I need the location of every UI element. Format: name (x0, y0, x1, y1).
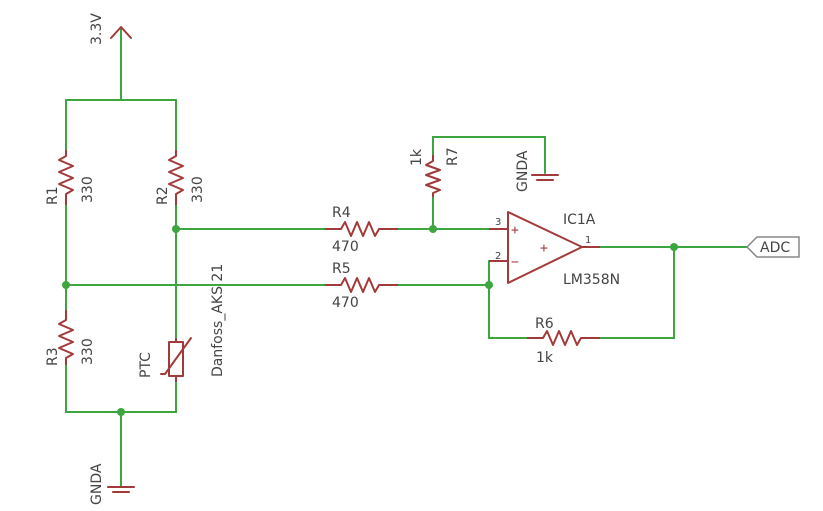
resistor-r6 (527, 330, 600, 346)
ground-label-bottom: GNDA (89, 463, 105, 505)
opamp-minus-sign: − (511, 255, 519, 270)
junction-dot (429, 225, 437, 233)
opamp-pin1: 1 (585, 235, 591, 246)
resistor-r4 (325, 221, 398, 237)
r1-name: R1 (45, 186, 61, 205)
wire-feedback-left (488, 284, 528, 339)
r2-value: 330 (190, 176, 206, 203)
opamp-pin2: 2 (495, 251, 501, 262)
r4-name: R4 (332, 205, 351, 221)
resistor-r7 (425, 155, 441, 197)
junction-dot (670, 243, 678, 251)
wire-r5-to-opamp (397, 260, 490, 286)
r6-value: 1k (536, 350, 554, 366)
r2-name: R2 (155, 186, 171, 205)
ptc-value: Danfoss_AKS 21 (210, 264, 226, 377)
adc-port-icon (745, 236, 800, 258)
supply-label: 3.3V (89, 13, 105, 45)
ground-label-top: GNDA (515, 150, 531, 192)
r5-value: 470 (332, 295, 359, 311)
r3-name: R3 (45, 347, 61, 366)
r3-value: 330 (80, 338, 96, 365)
opamp-part: LM358N (563, 272, 620, 288)
r6-name: R6 (535, 316, 554, 332)
opamp-name: IC1A (563, 212, 596, 228)
supply-arrow-icon (110, 26, 132, 39)
r1-value: 330 (80, 176, 96, 203)
junctions (62, 225, 678, 416)
opamp-plus-sign: + (511, 223, 519, 238)
adc-label: ADC (760, 240, 790, 256)
opamp-ic1a (489, 211, 600, 284)
r7-value: 1k (409, 148, 425, 166)
r5-name: R5 (332, 261, 351, 277)
opamp-pin3: 3 (495, 217, 501, 228)
resistor-r3 (58, 310, 74, 365)
junction-dot (117, 408, 125, 416)
resistor-r5 (325, 277, 398, 293)
junction-dot (485, 281, 493, 289)
junction-dot (62, 281, 70, 289)
opamp-body-sign: + (540, 241, 548, 256)
wire-r3-bottom (65, 364, 177, 413)
resistor-r2 (168, 150, 184, 205)
wire-feedback-right (599, 246, 675, 339)
r7-name: R7 (445, 147, 461, 166)
r4-value: 470 (332, 239, 359, 255)
ptc-thermistor (160, 337, 192, 382)
wires (65, 27, 748, 487)
resistor-r1 (58, 150, 74, 205)
junction-dot (172, 225, 180, 233)
ptc-name: PTC (138, 352, 154, 378)
wire-r7-top (432, 136, 546, 174)
ground-icon-top (531, 174, 559, 181)
ground-icon-bottom (107, 486, 135, 493)
